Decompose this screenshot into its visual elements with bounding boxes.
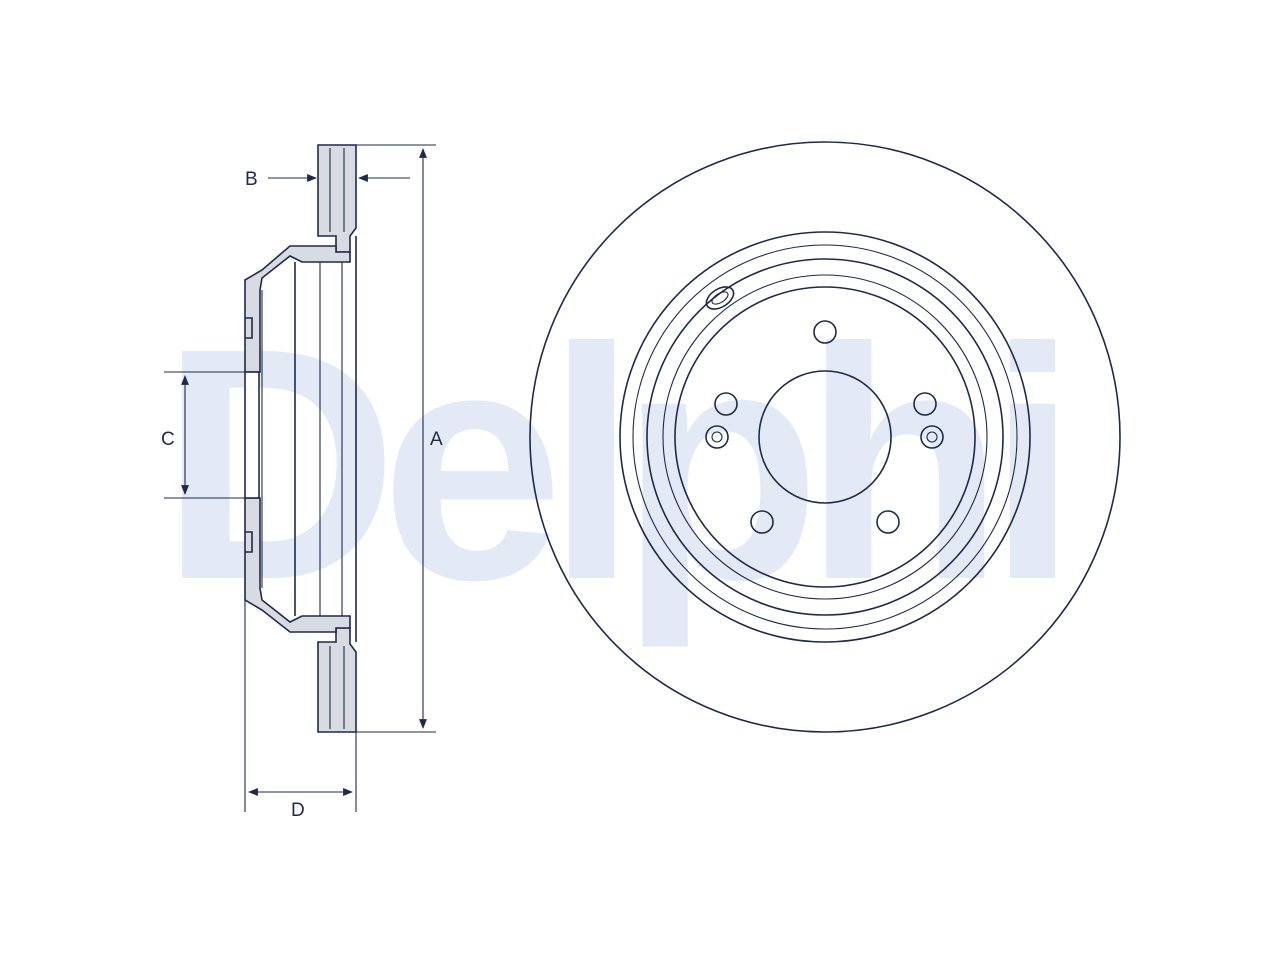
screw-hole-outer <box>920 425 944 449</box>
screw-hole-outer <box>705 425 729 449</box>
dimension-c-label: C <box>161 429 175 450</box>
friction-ring-top <box>317 144 357 253</box>
dimension-d-label: D <box>291 800 305 821</box>
bolt-hole <box>714 392 738 416</box>
dimension-a: A <box>356 144 443 733</box>
friction-ring-bottom <box>317 627 357 733</box>
bolt-hole <box>813 320 837 344</box>
bolt-hole <box>750 510 774 534</box>
dimension-a-label: A <box>430 429 443 450</box>
dimension-c: C <box>161 371 250 499</box>
hat-outer-edge <box>646 258 1004 616</box>
dimension-b: B <box>245 169 410 190</box>
bolt-hole <box>876 510 900 534</box>
side-section-view <box>244 144 357 733</box>
marking-slot <box>705 286 735 310</box>
center-bore <box>758 370 892 504</box>
screw-hole-inner <box>926 431 938 443</box>
hub-hat-profile <box>244 245 351 373</box>
dimension-d: D <box>244 600 357 821</box>
friction-ring-inner-edge <box>619 231 1031 643</box>
screw-hole-inner <box>711 431 723 443</box>
hub-hat-profile-lower <box>244 497 351 633</box>
front-view <box>529 141 1121 733</box>
bolt-hole <box>913 392 937 416</box>
hub-face-plate <box>244 371 260 499</box>
watermark-logo: Delphi <box>160 279 1060 650</box>
disc-outer-edge <box>529 141 1121 733</box>
dimension-b-label: B <box>245 169 258 190</box>
